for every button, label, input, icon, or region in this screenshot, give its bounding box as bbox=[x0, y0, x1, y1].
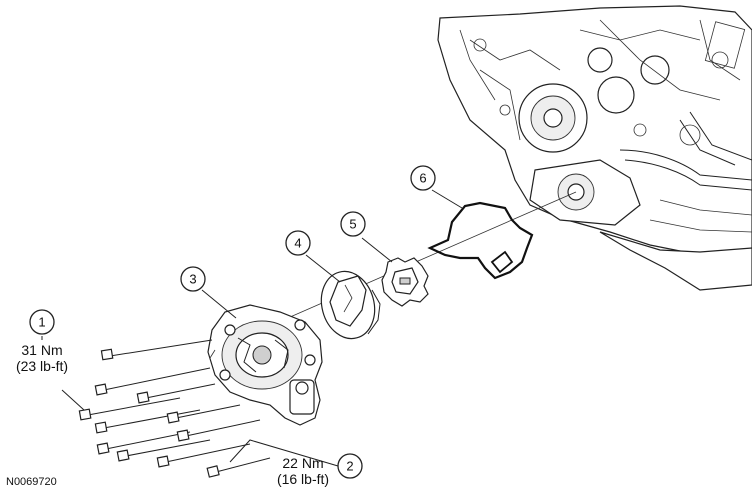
bolt bbox=[100, 339, 213, 361]
leader-line-1b bbox=[61, 389, 85, 411]
bolt bbox=[206, 457, 271, 478]
bolt bbox=[94, 367, 211, 396]
figure-id: N0069720 bbox=[6, 476, 57, 488]
callout-number: 6 bbox=[419, 171, 426, 186]
gasket bbox=[427, 201, 534, 280]
torque-spec-1: 31 Nm (23 lb-ft) bbox=[10, 342, 74, 374]
bolt bbox=[96, 431, 191, 455]
leader-line-3 bbox=[201, 289, 237, 319]
bolt bbox=[156, 443, 251, 468]
leader-line-2 bbox=[229, 439, 339, 467]
leader-line-5 bbox=[361, 237, 393, 263]
torque-spec-2: 22 Nm (16 lb-ft) bbox=[268, 455, 338, 487]
callout-2: 2 bbox=[337, 453, 363, 479]
callout-number: 5 bbox=[349, 217, 356, 232]
oil-pump-assembly bbox=[207, 304, 323, 426]
bolt bbox=[78, 397, 181, 421]
callout-3: 3 bbox=[180, 266, 206, 292]
callout-number: 3 bbox=[189, 272, 196, 287]
bolt bbox=[166, 404, 241, 424]
mounting-bolts bbox=[78, 339, 271, 478]
engine-block bbox=[437, 5, 752, 291]
bolt bbox=[116, 439, 211, 462]
leader-line-4 bbox=[305, 254, 341, 283]
inner-rotor-gear bbox=[381, 257, 429, 307]
callout-number: 4 bbox=[294, 236, 301, 251]
bolt bbox=[94, 409, 201, 434]
callout-6: 6 bbox=[410, 165, 436, 191]
torque-nm: 31 Nm bbox=[21, 342, 63, 358]
callout-5: 5 bbox=[340, 211, 366, 237]
leader-line-6 bbox=[431, 189, 463, 209]
torque-nm: 22 Nm bbox=[282, 455, 324, 471]
torque-lbft: (23 lb-ft) bbox=[15, 358, 69, 374]
callout-number: 2 bbox=[346, 459, 353, 474]
bolt bbox=[176, 419, 261, 442]
callout-1: 1 bbox=[29, 309, 55, 335]
bolt bbox=[136, 383, 216, 404]
callout-4: 4 bbox=[285, 230, 311, 256]
outer-rotor bbox=[320, 270, 381, 340]
torque-lbft: (16 lb-ft) bbox=[276, 471, 330, 487]
callout-number: 1 bbox=[38, 315, 45, 330]
